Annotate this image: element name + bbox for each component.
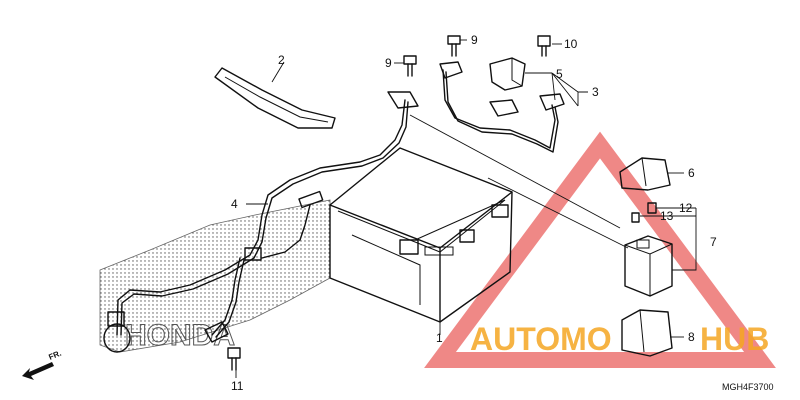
front-label: FR. — [47, 349, 62, 362]
callout-4: 4 — [231, 197, 238, 211]
callout-10: 10 — [564, 37, 578, 51]
callout-12: 12 — [679, 201, 693, 215]
callout-6: 6 — [688, 166, 695, 180]
callout-13: 13 — [660, 209, 674, 223]
watermark-text-left: AUTOMO — [470, 321, 612, 357]
callout-5: 5 — [556, 67, 563, 81]
frame-silhouette: HONDA — [99, 199, 331, 353]
fuse-box — [621, 309, 673, 357]
callout-9-left: 9 — [385, 56, 392, 70]
watermark-text: AUTOMO HUB — [470, 321, 769, 357]
starter-cable — [439, 61, 565, 153]
battery — [329, 147, 513, 323]
callout-labels: 2 4 1 5 3 9 9 10 6 12 13 7 8 11 — [231, 33, 717, 393]
bolt-10 — [537, 35, 551, 57]
bolt-9-left — [403, 55, 417, 77]
callout-2: 2 — [278, 53, 285, 67]
terminal-cover — [489, 57, 526, 91]
watermark-text-right: HUB — [700, 321, 769, 357]
callout-11: 11 — [231, 379, 244, 393]
starter-relay — [624, 235, 673, 297]
callout-1: 1 — [436, 331, 443, 345]
fuse-13 — [631, 212, 640, 223]
front-direction-indicator: FR. — [22, 349, 63, 380]
callout-3: 3 — [592, 85, 599, 99]
watermark-triangle — [424, 131, 776, 368]
bolt-11 — [227, 347, 241, 371]
leader-lines — [235, 39, 697, 378]
battery-strap — [214, 67, 336, 129]
relay-cover — [619, 157, 671, 191]
bolt-9-upper — [447, 35, 461, 57]
battery-cable-harness — [103, 99, 409, 353]
front-arrow-icon — [22, 362, 54, 380]
callout-9-upper: 9 — [471, 33, 478, 47]
callout-8: 8 — [688, 330, 695, 344]
terminal-clamp — [387, 91, 419, 109]
part-code: MGH4F3700 — [722, 382, 774, 392]
callout-7: 7 — [710, 235, 717, 249]
